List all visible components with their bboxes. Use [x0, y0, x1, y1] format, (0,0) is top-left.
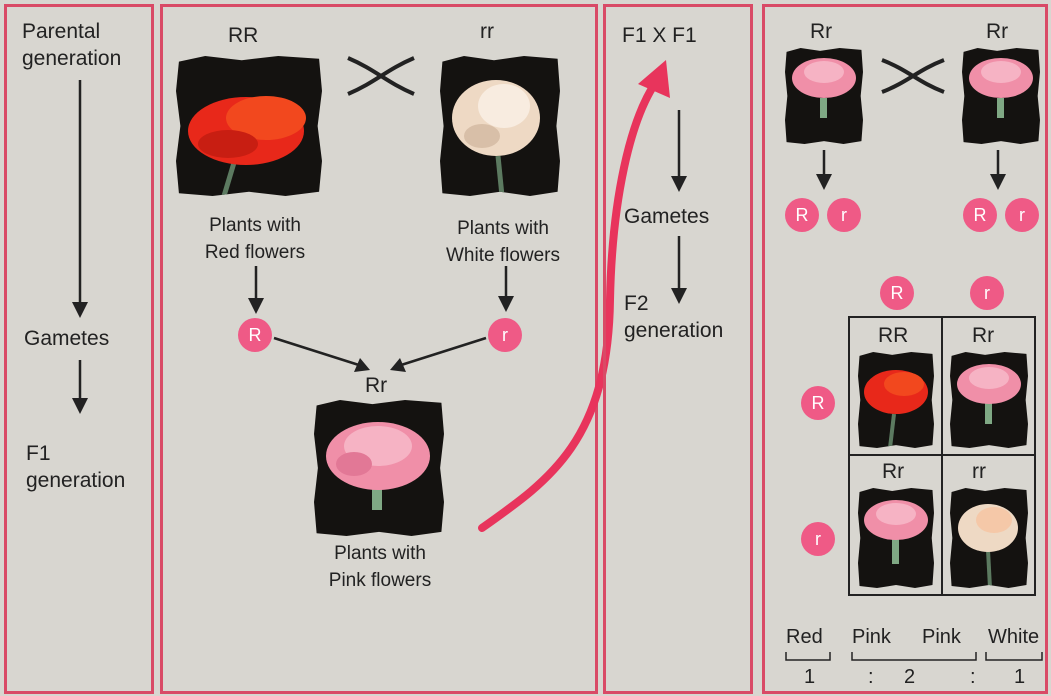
ratio-separator: : [970, 666, 976, 689]
gamete-R-circle: R [785, 198, 819, 232]
hybrid-Rr-label: Rr [365, 372, 387, 399]
ratio-pink-count: 2 [904, 666, 915, 689]
gamete-R-circle: R [963, 198, 997, 232]
col3-gametes-label: Gametes [624, 203, 709, 230]
down-arrow-icon [812, 150, 836, 192]
parent-left-label: Rr [810, 18, 832, 45]
red-offspring-photo [858, 352, 934, 448]
punnett-cell-Rr-label: Rr [972, 322, 994, 349]
pink-offspring-photo [858, 488, 934, 588]
ratio-white-count: 1 [1014, 666, 1025, 689]
gamete-r-circle: r [1005, 198, 1039, 232]
gamete-r-circle: r [827, 198, 861, 232]
red-flower-photo [176, 56, 322, 196]
genotype-rr-label: rr [480, 18, 494, 45]
punnett-side-gamete-R: R [801, 386, 835, 420]
phenotype-pink-label: Pink [852, 626, 891, 649]
pink-offspring-photo [950, 352, 1028, 448]
down-arrow-icon [68, 80, 92, 320]
white-offspring-photo [950, 488, 1028, 588]
phenotype-pink-label: Pink [922, 626, 961, 649]
pink-parent-right-photo [962, 48, 1040, 144]
punnett-square: RR Rr Rr rr [848, 316, 1036, 596]
gametes-label: Gametes [24, 325, 109, 352]
ratio-brackets [780, 650, 1050, 664]
genotype-RR-label: RR [228, 22, 258, 49]
ratio-separator: : [868, 666, 874, 689]
punnett-cell-RR-label: RR [878, 322, 908, 349]
down-arrow-icon [68, 360, 92, 416]
cross-symbol-icon [880, 58, 946, 94]
ratio-red-count: 1 [804, 666, 815, 689]
gamete-R-circle: R [238, 318, 272, 352]
down-arrow-icon [667, 110, 691, 194]
punnett-top-gamete-r: r [970, 276, 1004, 310]
punnett-side-gamete-r: r [801, 522, 835, 556]
cross-symbol-icon [346, 56, 416, 96]
f1-cross-label: F1 X F1 [622, 22, 697, 49]
parent-right-label: Rr [986, 18, 1008, 45]
pink-flower-photo [314, 400, 444, 536]
punnett-top-gamete-R: R [880, 276, 914, 310]
punnett-cell-rr-label: rr [972, 458, 986, 485]
phenotype-white-label: White [988, 626, 1039, 649]
panel-f2-cross [603, 4, 753, 694]
phenotype-red-label: Red [786, 626, 823, 649]
punnett-cell-Rr-label: Rr [882, 458, 904, 485]
down-arrow-icon [986, 150, 1010, 192]
down-arrow-icon [244, 266, 268, 316]
pink-parent-left-photo [785, 48, 863, 144]
